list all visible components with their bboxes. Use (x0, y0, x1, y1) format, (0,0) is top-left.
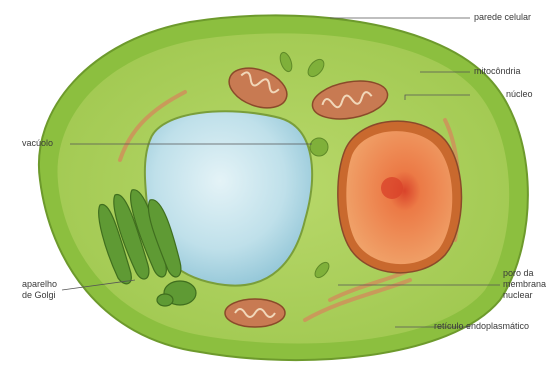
label-golgi: aparelho de Golgi (22, 279, 57, 301)
label-nuclear-pore: poro da membrana nuclear (503, 268, 546, 301)
label-golgi-line1: aparelho (22, 279, 57, 290)
label-mitochondria: mitocôndria (474, 66, 521, 77)
nucleus (346, 131, 452, 264)
label-nucleus: núcleo (506, 89, 533, 100)
label-golgi-line2: de Golgi (22, 290, 57, 301)
label-endoplasmic-reticulum: retículo endoplasmático (434, 321, 529, 332)
nucleolus (381, 177, 403, 199)
label-nuclear-pore-line2: membrana (503, 279, 546, 290)
label-cell-wall: parede celular (474, 12, 531, 23)
label-nuclear-pore-line1: poro da (503, 268, 546, 279)
label-vacuole: vacúolo (22, 138, 53, 149)
label-nuclear-pore-line3: nuclear (503, 290, 546, 301)
